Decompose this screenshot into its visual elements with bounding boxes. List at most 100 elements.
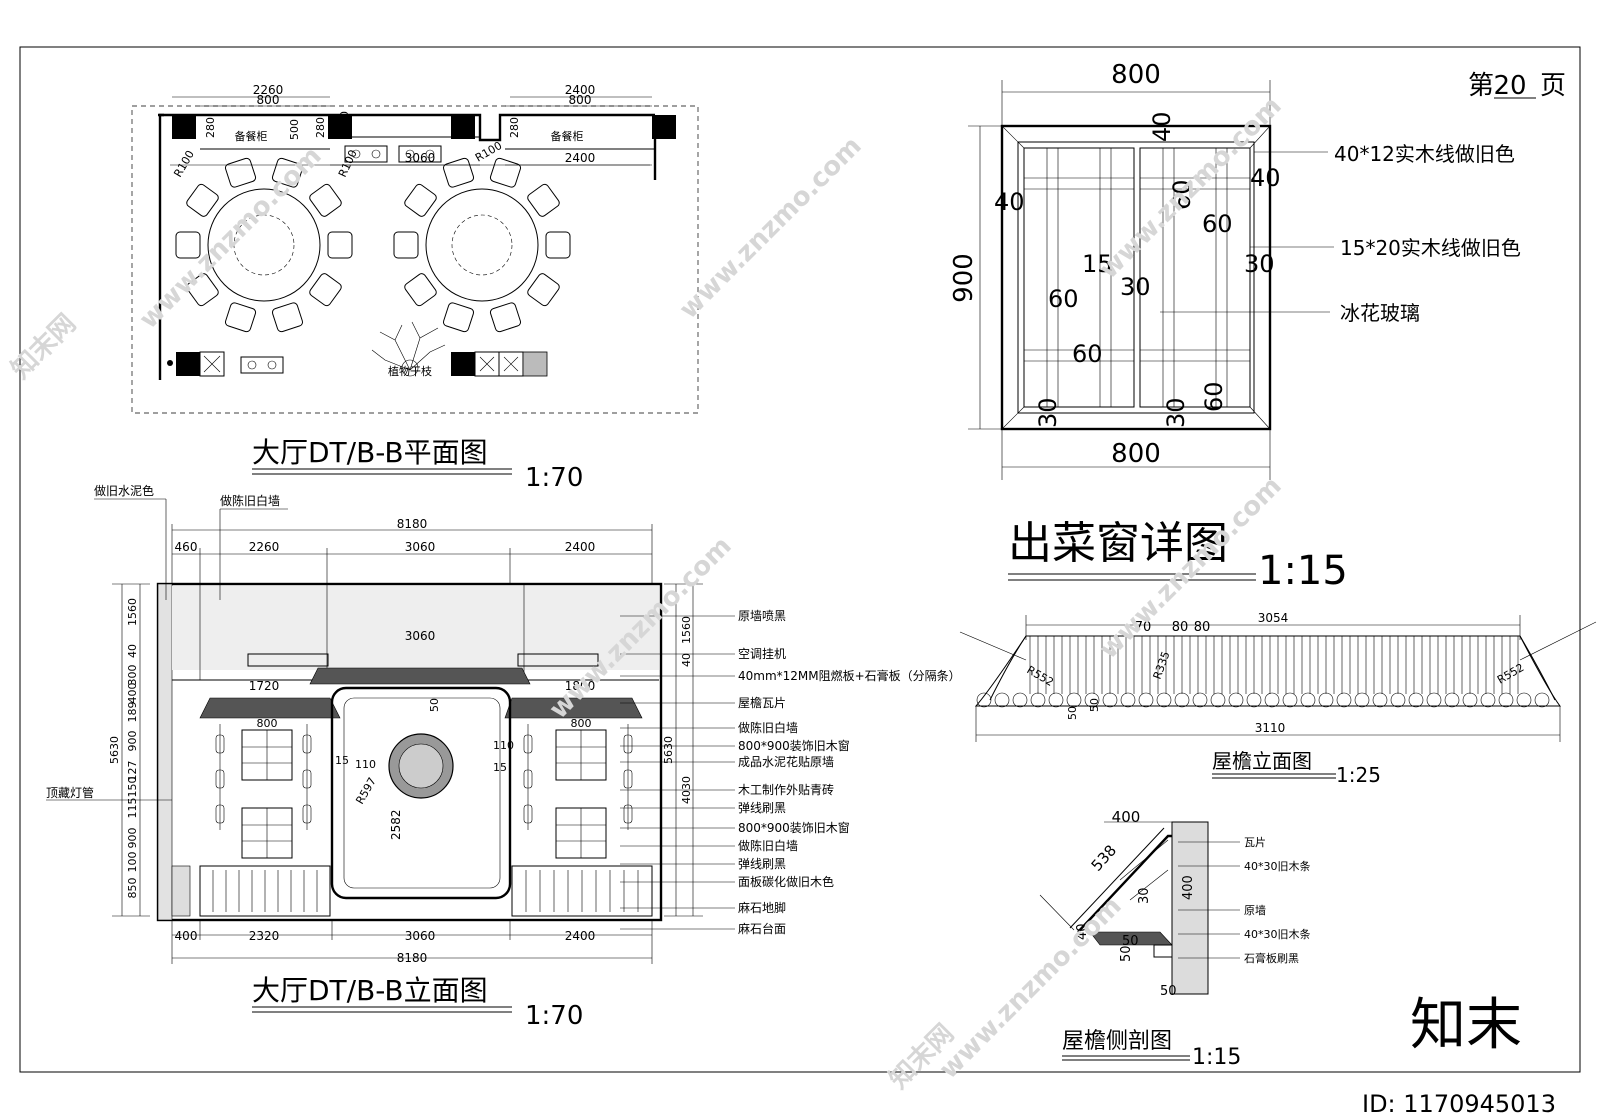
plan-label-cabinet-2: 备餐柜 [551,129,584,143]
chair [271,302,304,333]
plan-dim-280-a: 280 [204,117,217,138]
section-dim-538: 538 [1088,841,1121,874]
window-dim-15: 15 [1082,250,1113,278]
window-detail: 800 800 900 40 40 40 60 60 60 60 60 15 3… [949,60,1521,594]
elev-inner-15-a: 15 [335,754,349,767]
elev-note: 原墙喷黑 [738,609,786,623]
chair [186,273,219,307]
plan-dim-280-c: 280 [338,111,351,132]
plan-radius-1: R100 [171,148,197,179]
elev-note: 做陈旧白墙 [738,720,798,735]
window-dim-30-b: 30 [1244,250,1275,278]
chair [186,183,219,217]
plant-symbol [371,321,446,377]
elev-note: 面板碳化做旧木色 [738,874,834,889]
elev-left-dim: 900 [126,731,139,752]
section-dim-50-b: 50 [1119,945,1134,962]
elev-left-dim: 1560 [126,598,139,626]
eave-section: 400 538 400 50 50 50 40 30 瓦片40*30旧木条原墙4… [1039,808,1311,1070]
elev-right-notes: 原墙喷黑空调挂机40mm*12MM阻燃板+石膏板（分隔条）屋檐瓦片做陈旧白墙80… [620,609,961,936]
eave-dim-r552-a: R552 [1025,663,1056,689]
elev-bottom-2320: 2320 [249,929,280,943]
eave-dim-50-a: 50 [1066,706,1079,720]
eave-title: 屋檐立面图 [1212,749,1312,773]
window-dim-60-e: 60 [1200,381,1228,412]
elev-left-note: 顶藏灯管 [46,785,94,800]
plan-scale: 1:70 [525,463,583,493]
section-note: 40*30旧木条 [1244,927,1311,941]
chair [527,183,560,217]
page-number: 第 20 页 [1468,71,1566,101]
elev-bottom-2400: 2400 [565,929,596,943]
elev-bottom-total: 8180 [397,951,428,965]
window-dim-60-c: 60 [1048,285,1079,313]
chair [224,302,257,333]
ac-unit-left [247,653,329,667]
eave-elevation: 3054 70 80 80 3110 R552 R335 R552 50 50 … [959,611,1597,787]
window-dim-side: 900 [949,253,979,303]
chair [327,231,353,259]
elev-top-note-1: 做旧水泥色 [94,483,154,498]
plan-dim-3060: 3060 [405,151,436,165]
window-note-3: 冰花玻璃 [1340,301,1420,325]
window-dim-bottom: 800 [1111,439,1161,469]
elev-note: 麻石台面 [738,921,786,936]
eave-dim-80-b: 80 [1194,620,1211,635]
page-suffix: 页 [1540,71,1566,101]
page-number-value: 20 [1493,71,1526,101]
section-dim-400: 400 [1112,808,1141,826]
elev-left-dim: 115 [126,798,139,819]
elev-bottom-3060: 3060 [405,929,436,943]
elev-inner-50: 50 [428,698,441,712]
elev-inner-1720: 1720 [249,679,280,693]
round-table-right [393,157,571,333]
eave-dim-bottom: 3110 [1255,721,1286,735]
chair [404,273,437,307]
chair [404,183,437,217]
window-scale: 1:15 [1258,548,1348,594]
watermark-brand-1: 知末网 [6,309,82,385]
chair [527,273,560,307]
plan-dim-500: 500 [288,119,301,140]
section-dim-40: 40 [1075,923,1090,940]
elev-right-dim: 1560 [680,616,693,644]
elevation-title: 大厅DT/B-B立面图 [252,974,488,1007]
page-prefix: 第 [1468,71,1494,101]
elev-note: 40mm*12MM阻燃板+石膏板（分隔条） [738,668,961,683]
plan-radius-2: R100 [336,148,360,179]
elev-top-note-2: 做陈旧白墙 [220,493,280,508]
plan-dim-280-b: 280 [314,117,327,138]
plan-dim-2400-bottom: 2400 [565,151,596,165]
plan-label-cabinet-1: 备餐柜 [235,129,268,143]
plan-dim-800-left: 800 [257,93,280,107]
plan-radius-3: R100 [473,139,504,165]
window-title: 出菜窗详图 [1008,518,1228,569]
elev-note: 木工制作外贴青砖 [738,782,834,797]
section-note: 石膏板刷黑 [1244,951,1299,965]
section-scale: 1:15 [1192,1045,1241,1070]
elev-inner-110-a: 110 [355,758,376,771]
chair [489,157,522,188]
elev-left-dim: 127 [126,761,139,782]
window-note-1: 40*12实木线做旧色 [1334,142,1515,166]
plan-title: 大厅DT/B-B平面图 [252,436,488,469]
window-dim-30-c: 30 [1034,397,1062,428]
chair [224,157,257,188]
eave-dim-70: 70 [1135,620,1152,635]
section-note: 40*30旧木条 [1244,859,1311,873]
watermark-logo: 知末 [1410,993,1522,1058]
section-dim-400-v: 400 [1181,875,1196,900]
elev-inner-800-left: 800 [257,717,278,730]
window-note-2: 15*20实木线做旧色 [1340,236,1521,260]
elev-inner-110-b: 110 [493,739,514,752]
chair [442,302,475,333]
elev-note: 屋檐瓦片 [738,696,786,710]
plan-dim-280-d: 280 [508,117,521,138]
eave-scale: 1:25 [1336,763,1381,787]
plan-dim-2260: 2260 [253,83,284,97]
window-dim-40-a: 40 [994,188,1025,216]
